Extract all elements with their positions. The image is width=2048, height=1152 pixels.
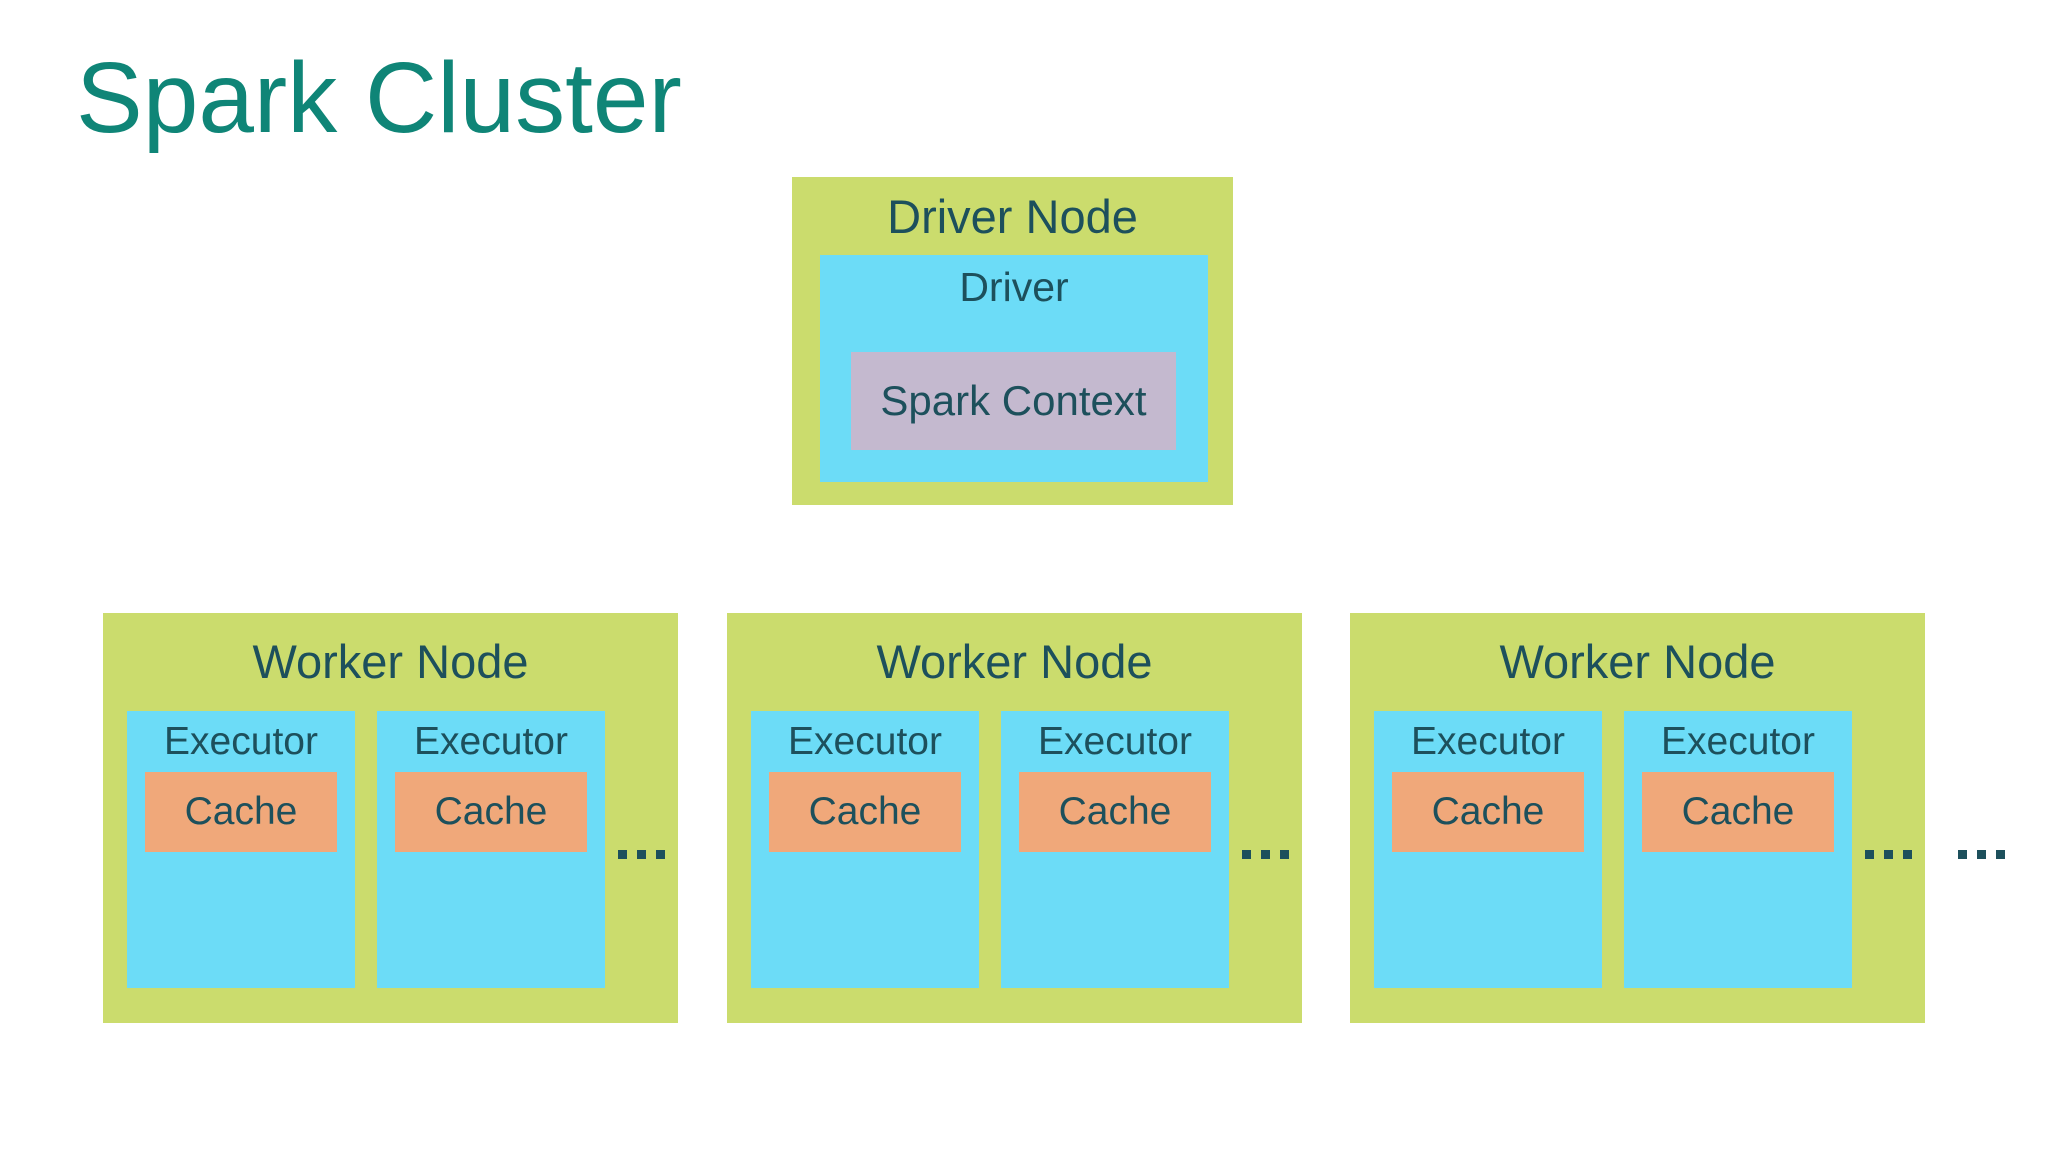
dot — [1865, 850, 1874, 859]
cache-box: Cache — [1392, 772, 1584, 852]
page-title: Spark Cluster — [76, 42, 682, 154]
cache-box: Cache — [1642, 772, 1834, 852]
executor-box: Executor Cache — [127, 711, 355, 988]
worker-node-title: Worker Node — [876, 635, 1153, 688]
dot — [618, 850, 627, 859]
more-worker-nodes-icon — [1958, 850, 2005, 859]
executor-label: Executor — [1038, 719, 1192, 763]
more-executors-icon — [1865, 850, 1912, 859]
executor-box: Executor Cache — [751, 711, 979, 988]
cache-box: Cache — [769, 772, 961, 852]
more-executors-icon — [1242, 850, 1289, 859]
dot — [1884, 850, 1893, 859]
dot — [1903, 850, 1912, 859]
executor-label: Executor — [414, 719, 568, 763]
cache-box: Cache — [1019, 772, 1211, 852]
executor-label: Executor — [788, 719, 942, 763]
dot — [637, 850, 646, 859]
worker-node-3: Worker Node Executor Cache Executor Cach… — [1350, 613, 1925, 1023]
more-executors-icon — [618, 850, 665, 859]
dot — [656, 850, 665, 859]
driver-node-title: Driver Node — [887, 189, 1138, 243]
executor-box: Executor Cache — [1001, 711, 1229, 988]
executor-label: Executor — [1411, 719, 1565, 763]
driver-node: Driver Node Driver Spark Context — [792, 177, 1233, 505]
cache-box: Cache — [145, 772, 337, 852]
worker-node-title: Worker Node — [252, 635, 529, 688]
dot — [1242, 850, 1251, 859]
driver-label: Driver — [959, 263, 1069, 310]
spark-context-box: Spark Context — [851, 352, 1176, 450]
dot — [1977, 850, 1986, 859]
executor-label: Executor — [164, 719, 318, 763]
executor-box: Executor Cache — [1624, 711, 1852, 988]
dot — [1261, 850, 1270, 859]
executor-box: Executor Cache — [377, 711, 605, 988]
worker-node-title: Worker Node — [1499, 635, 1776, 688]
driver-process-box: Driver Spark Context — [820, 255, 1208, 482]
dot — [1996, 850, 2005, 859]
worker-node-2: Worker Node Executor Cache Executor Cach… — [727, 613, 1302, 1023]
cache-box: Cache — [395, 772, 587, 852]
executor-box: Executor Cache — [1374, 711, 1602, 988]
worker-node-1: Worker Node Executor Cache Executor Cach… — [103, 613, 678, 1023]
dot — [1958, 850, 1967, 859]
dot — [1280, 850, 1289, 859]
executor-label: Executor — [1661, 719, 1815, 763]
